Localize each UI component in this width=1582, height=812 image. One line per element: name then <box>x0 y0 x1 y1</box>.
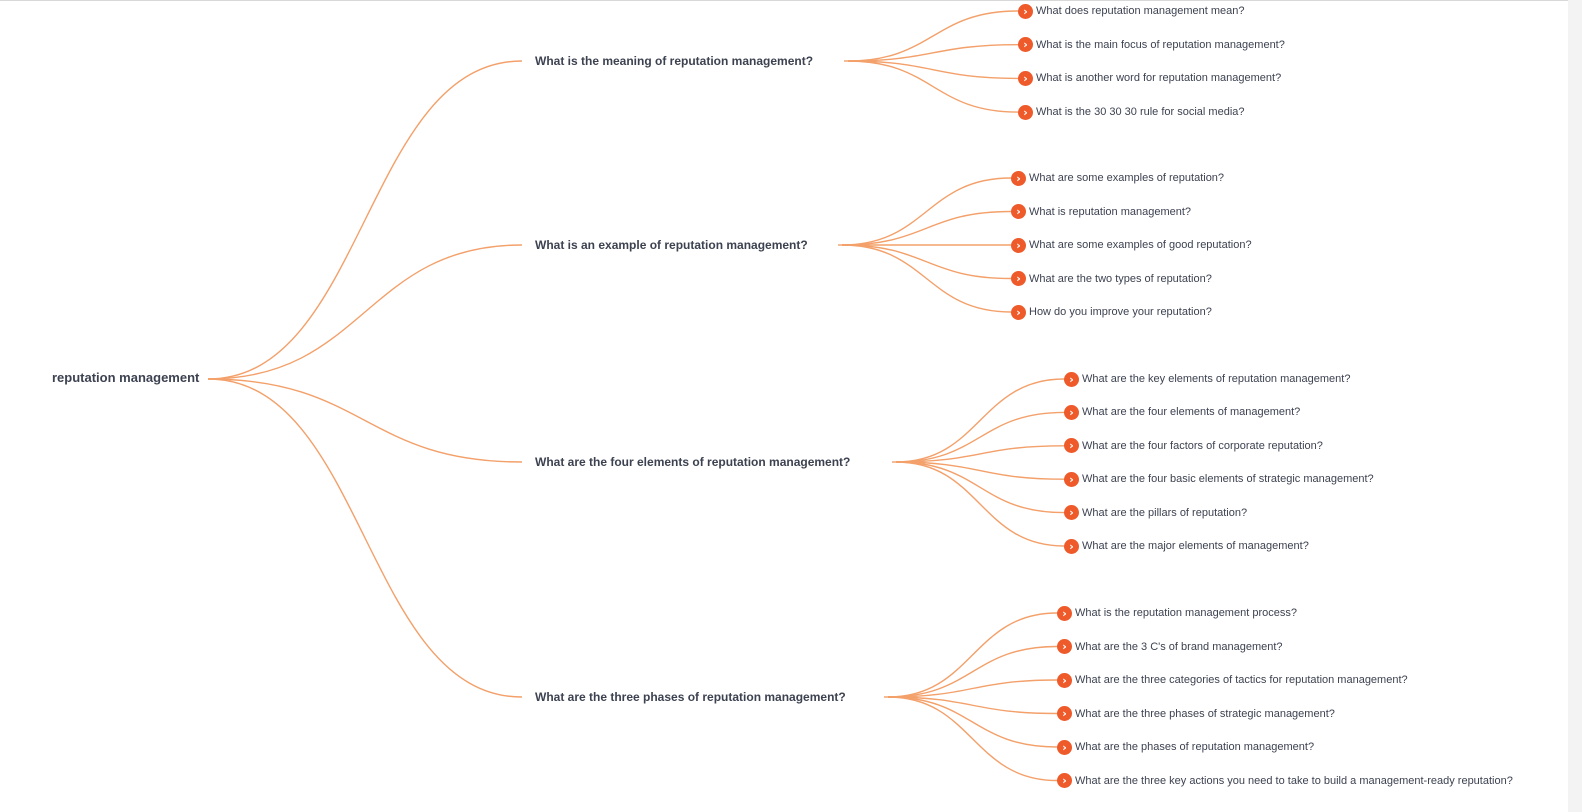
question-text: How do you improve your reputation? <box>1029 306 1212 318</box>
question-text: What are the four elements of management… <box>1082 406 1301 419</box>
leaf-connector-meaning-1 <box>847 10 1019 62</box>
top-border <box>0 0 1582 1</box>
question-text: What are the four basic elements of stra… <box>1082 473 1374 486</box>
leaf-connector-four-elements-1 <box>895 378 1065 463</box>
question-item[interactable]: ›What are the three phases of strategic … <box>1057 706 1335 722</box>
leaf-connector-three-phases-5 <box>887 696 1058 748</box>
question-item[interactable]: ›What are some examples of reputation? <box>1011 170 1224 186</box>
chevron-right-icon: › <box>1011 204 1026 219</box>
question-text: What are the three categories of tactics… <box>1075 674 1408 686</box>
question-item[interactable]: ›What are the four factors of corporate … <box>1064 438 1323 454</box>
question-text: What are the three key actions you need … <box>1075 774 1513 787</box>
root-connector-four-elements <box>207 378 523 463</box>
question-item[interactable]: ›What is the 30 30 30 rule for social me… <box>1018 104 1245 120</box>
question-text: What are some examples of reputation? <box>1029 172 1225 184</box>
question-text: What are the four factors of corporate r… <box>1082 439 1323 452</box>
question-text: What are the three phases of strategic m… <box>1075 707 1335 720</box>
leaf-connector-example-4 <box>841 244 1012 280</box>
scrollbar-track[interactable] <box>1568 0 1582 812</box>
question-item[interactable]: ›What are the three key actions you need… <box>1057 773 1513 789</box>
chevron-right-icon: › <box>1011 170 1026 186</box>
question-text: What are the major elements of managemen… <box>1082 540 1309 552</box>
question-text: What is the 30 30 30 rule for social med… <box>1036 106 1245 119</box>
chevron-right-icon: › <box>1064 538 1079 554</box>
question-item[interactable]: ›What are the four elements of managemen… <box>1064 404 1300 420</box>
leaf-connector-meaning-2 <box>847 44 1019 62</box>
question-item[interactable]: ›What are the pillars of reputation? <box>1064 505 1247 521</box>
question-item[interactable]: ›What is the main focus of reputation ma… <box>1018 37 1285 53</box>
branch-label-three-phases: What are the three phases of reputation … <box>535 690 846 704</box>
question-item[interactable]: ›What does reputation management mean? <box>1018 3 1245 19</box>
leaf-connector-four-elements-4 <box>895 461 1065 480</box>
chevron-right-icon: › <box>1057 639 1072 654</box>
branch-label-meaning: What is the meaning of reputation manage… <box>535 54 814 68</box>
question-item[interactable]: ›What is the reputation management proce… <box>1057 605 1297 621</box>
leaf-connector-meaning-4 <box>847 60 1019 113</box>
question-text: What does reputation management mean? <box>1036 5 1245 17</box>
root-connector-meaning <box>207 60 523 380</box>
question-text: What are the two types of reputation? <box>1029 272 1212 285</box>
question-item[interactable]: ›What are the major elements of manageme… <box>1064 538 1309 554</box>
chevron-right-icon: › <box>1018 70 1033 86</box>
leaf-connector-three-phases-2 <box>887 645 1058 698</box>
question-text: What are the phases of reputation manage… <box>1075 741 1315 753</box>
chevron-right-icon: › <box>1018 37 1033 53</box>
question-item[interactable]: ›What are the four basic elements of str… <box>1064 471 1374 487</box>
chevron-right-icon: › <box>1064 438 1079 454</box>
branch-label-example: What is an example of reputation managem… <box>535 238 808 252</box>
chevron-right-icon: › <box>1064 471 1079 487</box>
chevron-right-icon: › <box>1011 304 1026 320</box>
question-item[interactable]: ›How do you improve your reputation? <box>1011 304 1212 320</box>
question-item[interactable]: ›What are the two types of reputation? <box>1011 271 1212 287</box>
branch-label-four-elements: What are the four elements of reputation… <box>535 455 851 469</box>
root-connector-three-phases <box>207 378 523 698</box>
chevron-right-icon: › <box>1018 104 1033 120</box>
leaf-connector-four-elements-2 <box>895 411 1065 463</box>
question-item[interactable]: ›What is reputation management? <box>1011 204 1191 220</box>
leaf-connector-four-elements-3 <box>895 445 1065 463</box>
question-item[interactable]: ›What are some examples of good reputati… <box>1011 237 1252 253</box>
chevron-right-icon: › <box>1057 773 1072 788</box>
leaf-connector-three-phases-1 <box>887 612 1058 698</box>
chevron-right-icon: › <box>1057 672 1072 688</box>
question-text: What is another word for reputation mana… <box>1036 72 1282 85</box>
leaf-connector-example-2 <box>841 210 1012 246</box>
chevron-right-icon: › <box>1064 371 1079 387</box>
question-text: What is the reputation management proces… <box>1075 607 1297 619</box>
chevron-right-icon: › <box>1057 605 1072 621</box>
question-item[interactable]: ›What is another word for reputation man… <box>1018 70 1281 86</box>
question-text: What are some examples of good reputatio… <box>1029 239 1252 251</box>
root-connector-example <box>207 244 523 380</box>
chevron-right-icon: › <box>1057 739 1072 755</box>
question-text: What are the key elements of reputation … <box>1082 373 1351 385</box>
question-item[interactable]: ›What are the key elements of reputation… <box>1064 371 1350 387</box>
leaf-connector-three-phases-6 <box>887 696 1058 782</box>
chevron-right-icon: › <box>1064 505 1079 521</box>
chevron-right-icon: › <box>1011 237 1026 253</box>
question-text: What are the 3 C's of brand management? <box>1075 640 1283 653</box>
leaf-connector-meaning-3 <box>847 60 1019 80</box>
question-text: What is reputation management? <box>1029 205 1192 218</box>
question-text: What are the pillars of reputation? <box>1082 506 1248 519</box>
root-node-label: reputation management <box>52 370 200 385</box>
chevron-right-icon: › <box>1057 706 1072 721</box>
leaf-connector-example-1 <box>841 177 1012 246</box>
leaf-connector-four-elements-6 <box>895 461 1065 547</box>
leaf-connector-four-elements-5 <box>895 461 1065 514</box>
question-item[interactable]: ›What are the 3 C's of brand management? <box>1057 639 1283 655</box>
question-item[interactable]: ›What are the phases of reputation manag… <box>1057 739 1314 755</box>
chevron-right-icon: › <box>1018 3 1033 19</box>
chevron-right-icon: › <box>1011 271 1026 286</box>
leaf-connector-three-phases-4 <box>887 696 1058 715</box>
question-item[interactable]: ›What are the three categories of tactic… <box>1057 672 1408 688</box>
question-text: What is the main focus of reputation man… <box>1036 38 1285 51</box>
leaf-connector-example-5 <box>841 244 1012 313</box>
chevron-right-icon: › <box>1064 404 1079 420</box>
leaf-connector-three-phases-3 <box>887 679 1058 698</box>
